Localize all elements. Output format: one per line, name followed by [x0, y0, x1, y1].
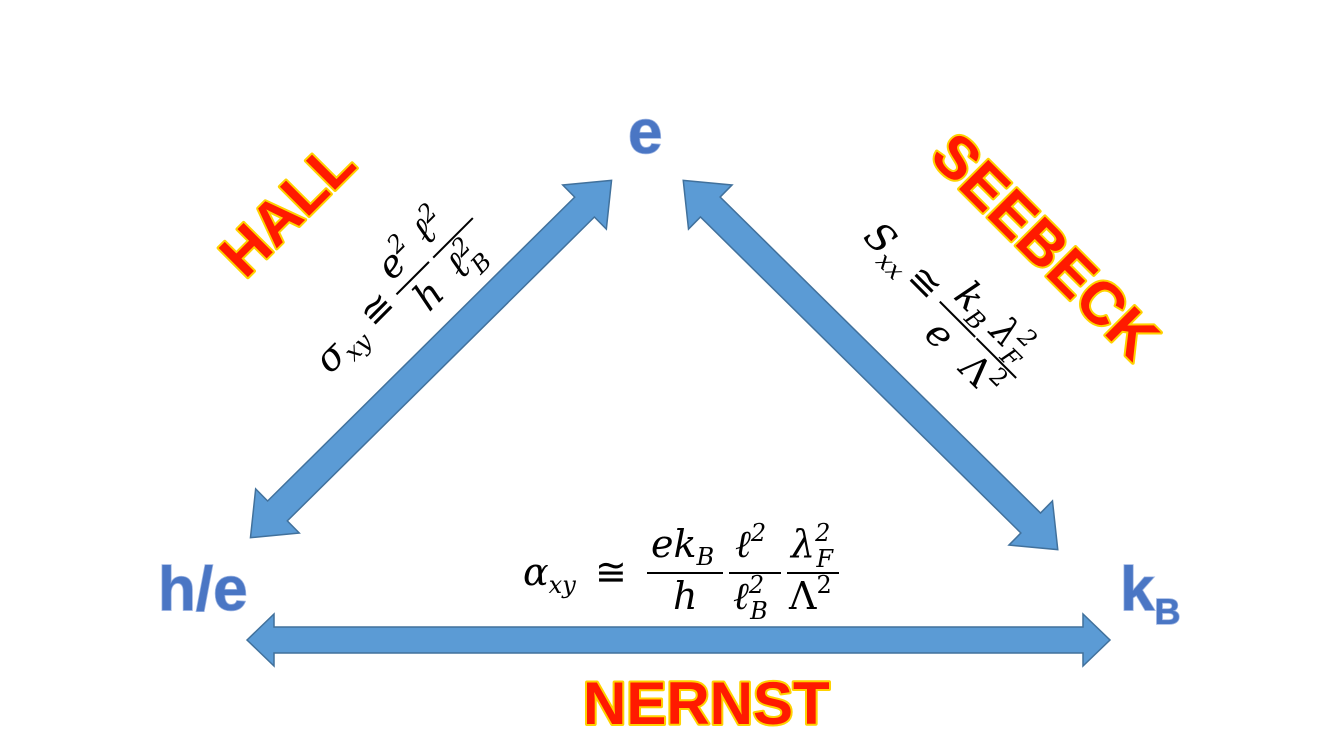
hall-label: HALL: [207, 129, 367, 289]
hall-frac-line-1: [395, 261, 430, 296]
seebeck-label: SEEBECK: [919, 120, 1171, 372]
hall-approx: ≅: [351, 282, 405, 336]
nernst-num2: ℓ2: [735, 519, 766, 566]
seebeck-frac-line-1: [939, 300, 976, 338]
nernst-den3: Λ2: [788, 571, 832, 618]
seebeck-frac-line-2: [975, 337, 1017, 379]
nernst-approx: ≅: [595, 550, 627, 594]
nernst-den1: h: [673, 574, 697, 618]
nernst-label: NERNST: [583, 670, 830, 737]
node-kb-main: k: [1120, 555, 1155, 624]
nernst-double-arrow: [245, 612, 1112, 668]
hall-lhs: σxy: [305, 312, 377, 384]
nernst-lhs: αxy: [523, 550, 576, 599]
node-h-over-e: h/e: [158, 555, 248, 624]
seebeck-double-arrow: [682, 179, 1059, 551]
node-e: e: [628, 98, 662, 167]
hall-double-arrow: [249, 179, 613, 539]
node-kb: kB: [1120, 555, 1180, 632]
node-kb-sub: B: [1154, 591, 1180, 632]
hall-frac-line-2: [432, 217, 474, 259]
nernst-num1: ekB: [651, 522, 714, 571]
